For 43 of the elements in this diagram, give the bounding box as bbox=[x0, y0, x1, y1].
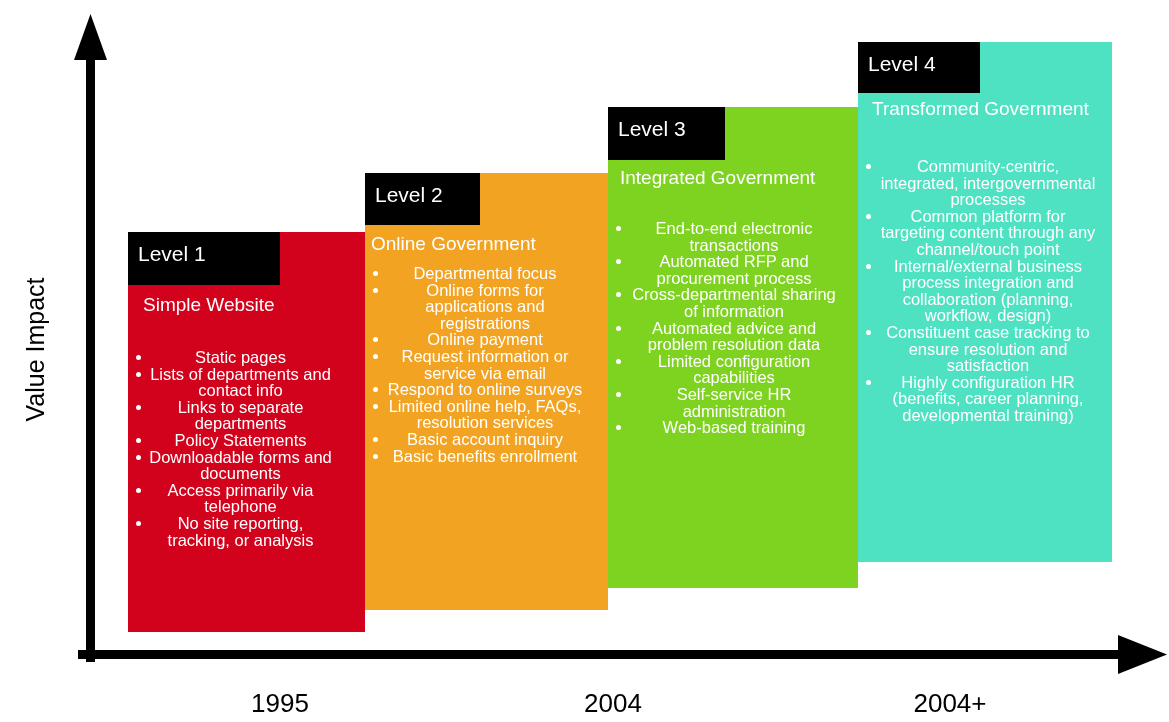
bullet-item: Links to separate departments bbox=[128, 398, 333, 432]
bullet-item: Downloadable forms and documents bbox=[128, 448, 333, 482]
bullet-item: Static pages bbox=[128, 349, 333, 366]
bullet-item: Automated RFP and procurement process bbox=[608, 253, 840, 287]
year-label: 2004+ bbox=[912, 688, 988, 719]
bullet-item: Web-based training bbox=[608, 419, 840, 436]
bullet-item: Policy Statements bbox=[128, 431, 333, 449]
bullet-item: Limited configuration capabilities bbox=[608, 352, 840, 386]
bullet-item: Automated advice and problem resolution data bbox=[608, 319, 840, 353]
level-panel bbox=[858, 42, 1112, 562]
bullet-item: Cross-departmental sharing of information bbox=[608, 286, 840, 320]
level-tab: Level 3 bbox=[608, 107, 725, 160]
bullet-item: Basic benefits enrollment bbox=[365, 447, 585, 465]
bullet-item: Departmental focus bbox=[365, 265, 585, 282]
level-tab: Level 2 bbox=[365, 173, 480, 225]
panel-heading: Integrated Government bbox=[620, 167, 817, 188]
panel-heading: Online Government bbox=[371, 233, 537, 254]
level-panel bbox=[365, 173, 608, 610]
level-tab: Level 1 bbox=[128, 232, 280, 285]
bullet-item: Lists of departments and contact info bbox=[128, 365, 333, 399]
bullet-item: Self-service HR administration bbox=[608, 385, 840, 420]
bullet-item: Common platform for targeting content through any channel/touch point bbox=[858, 207, 1098, 258]
bullet-item: Internal/external business process integration and collaboration (planning, workflow, design) bbox=[858, 257, 1098, 324]
year-label: 1995 bbox=[250, 688, 310, 719]
level-tab: Level 4 bbox=[858, 42, 980, 93]
year-label: 2004 bbox=[583, 688, 643, 719]
bullet-item: Request information or service via email bbox=[365, 347, 585, 382]
axis-title: Value Impact bbox=[20, 276, 50, 424]
bullet-item: Constituent case tracking to ensure resolution and satisfaction bbox=[858, 323, 1098, 374]
bullet-item: Highly configuration HR (benefits, career planning, developmental training) bbox=[858, 373, 1098, 424]
level-panel bbox=[128, 232, 365, 632]
bullet-item: Community-centric, integrated, intergovernmental processes bbox=[858, 158, 1098, 208]
bullet-item: Limited online help, FAQs, resolution services bbox=[365, 397, 585, 431]
bullet-item: Basic account inquiry bbox=[365, 430, 585, 448]
bullet-item: No site reporting, tracking, or analysis bbox=[128, 514, 333, 549]
bullet-item: Respond to online surveys bbox=[365, 381, 585, 398]
bullet-item: Online forms for applications and registrations bbox=[365, 281, 585, 332]
bullet-item: Access primarily via telephone bbox=[128, 481, 333, 515]
panel-heading: Simple Website bbox=[143, 294, 276, 315]
panel-heading: Transformed Government bbox=[872, 98, 1090, 119]
level-panel bbox=[608, 107, 858, 588]
bullet-item: Online payment bbox=[365, 331, 585, 348]
bullet-item: End-to-end electronic transactions bbox=[608, 220, 840, 254]
